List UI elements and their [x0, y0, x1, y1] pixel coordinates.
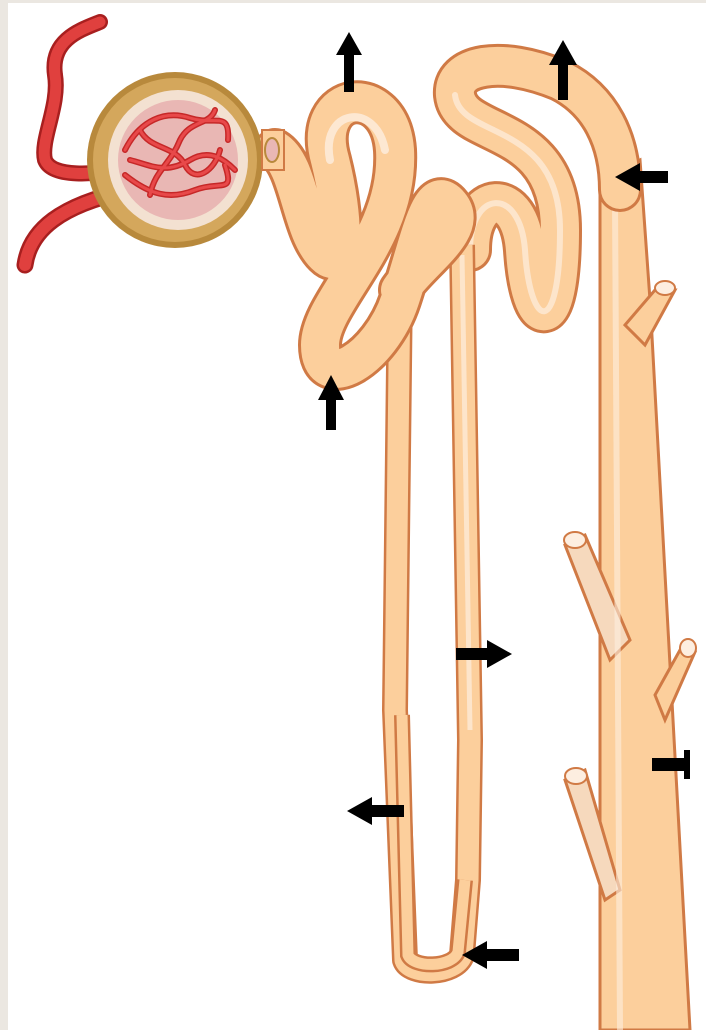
proximal-convoluted-tubule	[275, 102, 455, 369]
distal-convoluted-tubule	[455, 66, 620, 311]
collecting-duct	[564, 160, 696, 1030]
renal-corpuscle	[87, 72, 284, 248]
loop-of-henle	[395, 245, 470, 971]
